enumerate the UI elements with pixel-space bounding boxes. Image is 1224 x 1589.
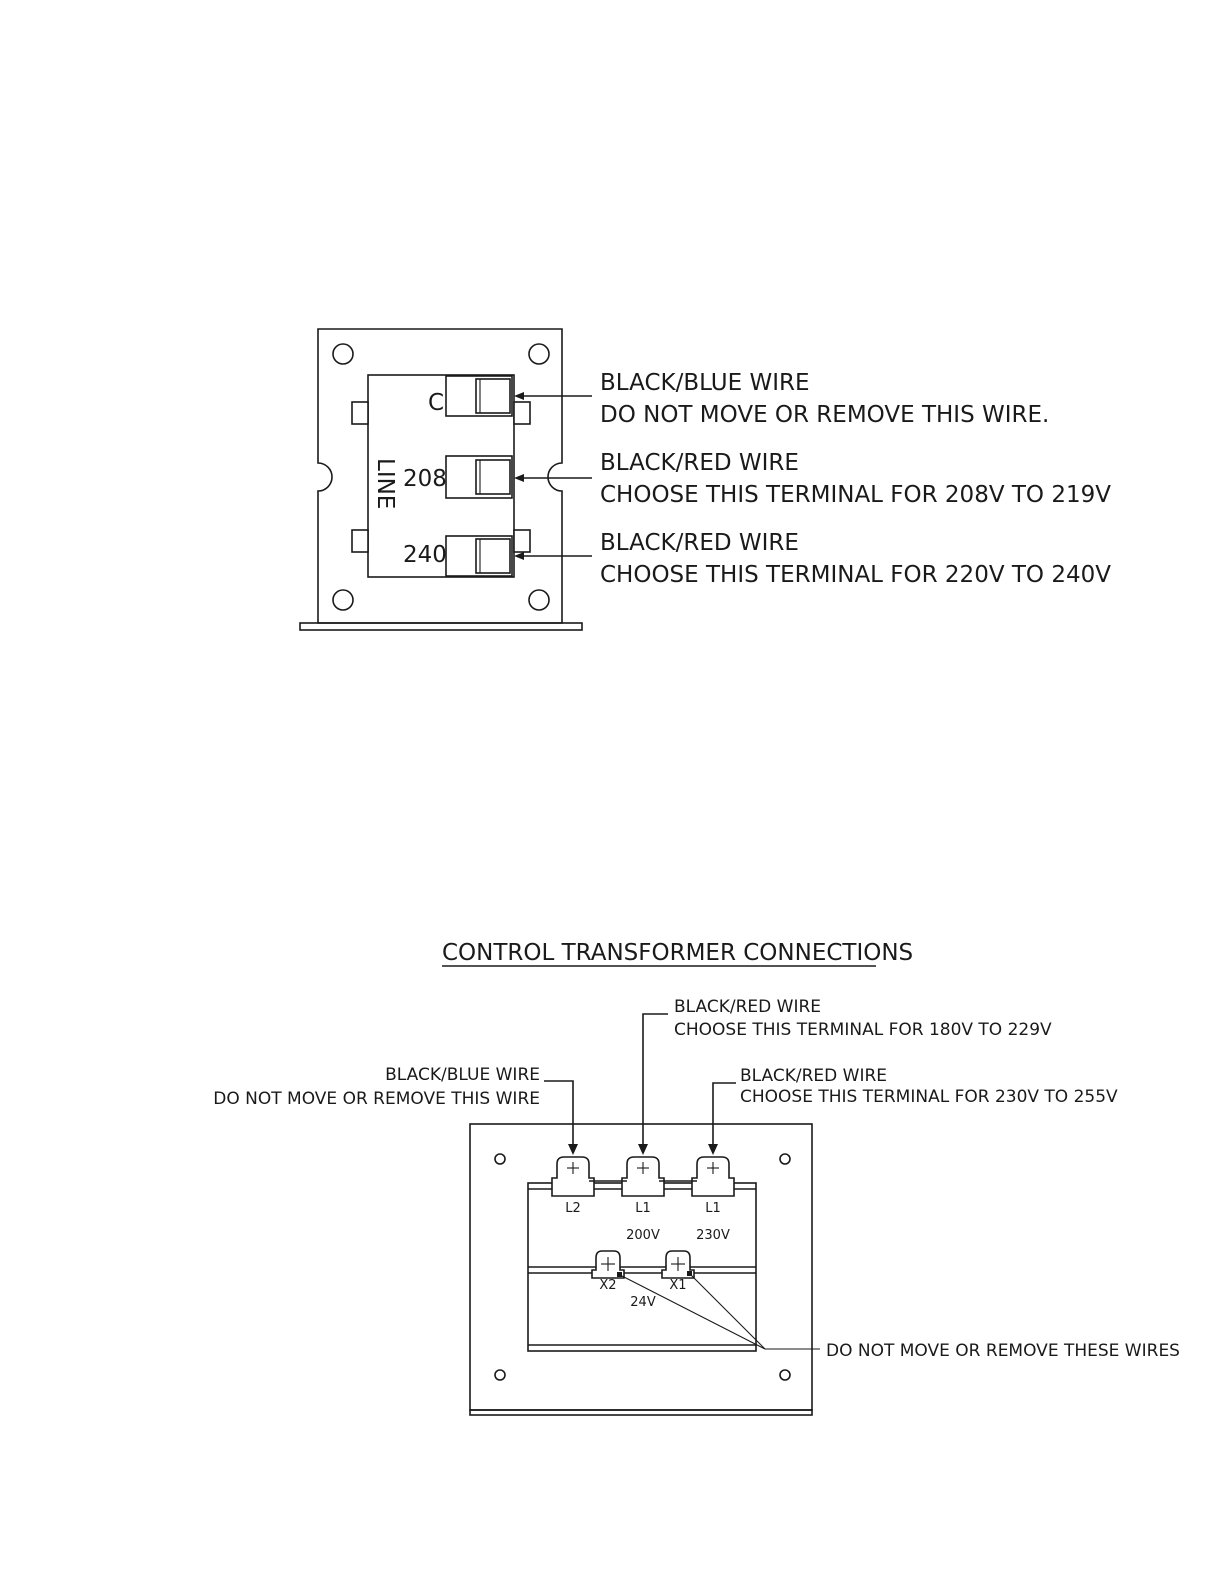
mounting-hole [494,1369,506,1381]
callout-title: BLACK/RED WIRE [600,450,799,476]
leader-line-l2 [544,1080,574,1146]
terminal-240 [445,535,513,577]
callout-note: DO NOT MOVE OR REMOVE THIS WIRE [213,1089,540,1109]
terminal-x2 [591,1250,625,1279]
terminal-208 [445,455,513,499]
callout-title: BLACK/BLUE WIRE [385,1065,540,1085]
callout-title: BLACK/RED WIRE [600,530,799,556]
mounting-hole [779,1369,791,1381]
callout-note: CHOOSE THIS TERMINAL FOR 180V TO 229V [674,1020,1052,1040]
callout-note: CHOOSE THIS TERMINAL FOR 208V TO 219V [600,482,1111,508]
terminal-label: L1 [635,1201,651,1216]
terminal-label: X2 [599,1278,616,1293]
mounting-hole [779,1153,791,1165]
callout-note: DO NOT MOVE OR REMOVE THIS WIRE. [600,402,1049,428]
terminal-label-c: C [428,390,444,416]
terminal-label: L1 [705,1201,721,1216]
line-side-label: LINE [372,458,398,509]
terminal-l1-230v [691,1156,735,1197]
callout-title: BLACK/RED WIRE [674,997,821,1017]
voltage-label: 230V [696,1228,730,1243]
terminal-board: C 208 240 LINE [299,328,592,631]
mounting-hole [332,589,354,611]
terminal-label: L2 [565,1201,581,1216]
terminal-label-208: 208 [403,466,447,492]
terminal-c [445,375,513,417]
section-title: CONTROL TRANSFORMER CONNECTIONS [442,940,913,966]
callout-title: BLACK/RED WIRE [740,1066,887,1086]
voltage-label: 24V [630,1295,656,1310]
leader-line-l1-230v [712,1082,736,1146]
callout-title: BLACK/BLUE WIRE [600,370,810,396]
mounting-hole [528,343,550,365]
mounting-hole [528,589,550,611]
callout-note: CHOOSE THIS TERMINAL FOR 220V TO 240V [600,562,1111,588]
transformer-section: CONTROL TRANSFORMER CONNECTIONS BLACK/RE… [213,940,1180,1416]
terminal-x1 [661,1250,695,1279]
relay-callouts: BLACK/BLUE WIRE DO NOT MOVE OR REMOVE TH… [600,370,1111,588]
leader-line-x2 [619,1274,820,1350]
terminal-l1-200v [621,1156,665,1197]
terminal-l2 [551,1156,595,1197]
leader-line-l1-200v [642,1013,668,1146]
mounting-hole [332,343,354,365]
terminal-label-240: 240 [403,542,447,568]
mounting-hole [494,1153,506,1165]
callout-note: DO NOT MOVE OR REMOVE THESE WIRES [826,1341,1180,1361]
leader-line-x1 [689,1273,766,1350]
terminal-label: X1 [669,1278,686,1293]
voltage-label: 200V [626,1228,660,1243]
callout-note: CHOOSE THIS TERMINAL FOR 230V TO 255V [740,1087,1118,1107]
